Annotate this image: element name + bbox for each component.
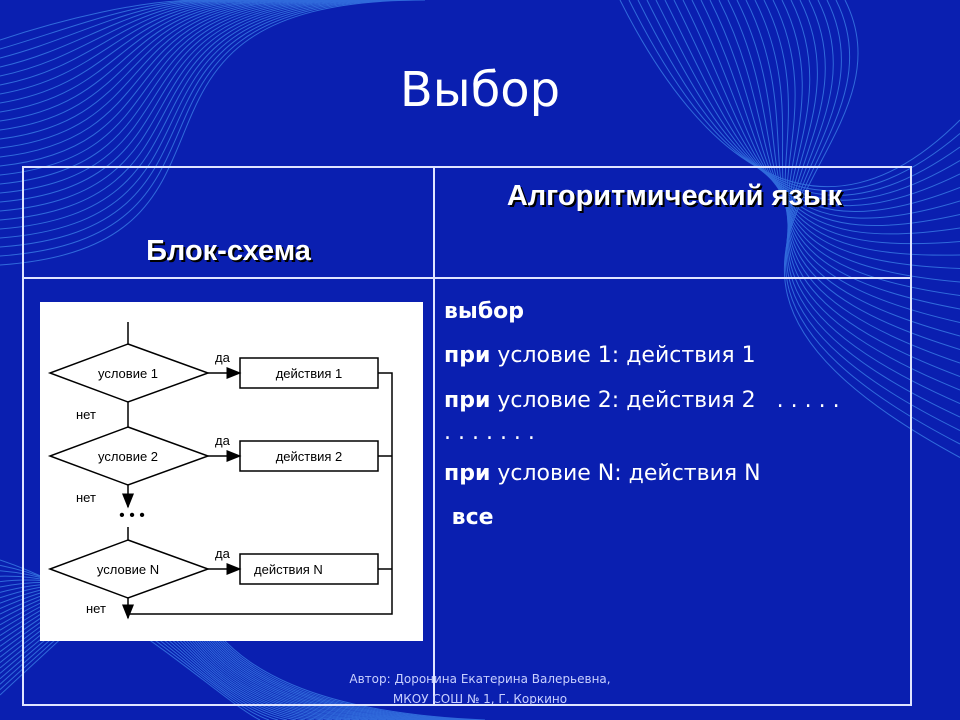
wave-line xyxy=(0,0,282,122)
code-line-2: при условие 1: действия 1 xyxy=(444,343,756,368)
yes-label-n: да xyxy=(215,546,231,561)
wave-line xyxy=(0,0,264,104)
yes-label-1: да xyxy=(215,350,231,365)
merge-line xyxy=(128,372,393,615)
wave-line xyxy=(763,0,960,337)
wave-line xyxy=(787,0,960,377)
footer-line-2: МКОУ СОШ № 1, Г. Коркино xyxy=(392,692,568,706)
yes-label-2: да xyxy=(215,433,231,448)
wave-line xyxy=(0,0,372,212)
wave-line xyxy=(727,0,960,283)
condition-label-2: условие 2 xyxy=(98,449,158,464)
wave-line xyxy=(787,0,960,404)
condition-label-n: условие N xyxy=(97,562,159,577)
table-divider-vertical xyxy=(433,168,435,704)
condition-diamond-2 xyxy=(47,426,211,486)
code-line-1: выбор xyxy=(444,299,525,324)
algorithm-code: выбор при условие 1: действия 1 при усло… xyxy=(444,290,840,540)
wave-line xyxy=(0,0,201,41)
wave-line xyxy=(785,0,960,431)
code-line-4: . . . . . . . xyxy=(444,420,535,445)
wave-line xyxy=(0,0,300,140)
action-label-n: действия N xyxy=(254,562,323,577)
wave-line xyxy=(0,0,354,194)
comparison-table: Блок-схема Алгоритмический язык xyxy=(22,166,912,706)
wave-line xyxy=(718,0,960,269)
wave-line xyxy=(0,0,237,77)
footer-line-1: Автор: Доронина Екатерина Валерьевна, xyxy=(349,672,611,686)
condition-diamond-n xyxy=(47,539,211,599)
action-label-2: действия 2 xyxy=(276,449,343,464)
code-line-6: все xyxy=(444,505,494,530)
action-label-1: действия 1 xyxy=(276,366,343,381)
ellipsis-marker: • • • xyxy=(119,507,145,524)
wave-line xyxy=(0,0,417,257)
condition-diamond-1 xyxy=(47,343,211,403)
wave-line xyxy=(0,0,255,95)
code-line-3: при условие 2: действия 2 . . . . . xyxy=(444,388,840,413)
wave-line xyxy=(783,0,960,458)
wave-line xyxy=(0,0,291,131)
no-label-2: нет xyxy=(76,490,96,505)
wave-line xyxy=(0,0,408,248)
wave-line xyxy=(0,0,219,59)
wave-line xyxy=(786,0,960,418)
flowchart-diagram: условие 1 условие 2 условие N действия 1… xyxy=(47,322,393,620)
wave-line xyxy=(0,0,381,221)
wave-line xyxy=(0,0,273,113)
wave-line xyxy=(0,0,426,266)
wave-line xyxy=(736,0,960,296)
code-line-5: при условие N: действия N xyxy=(444,461,761,486)
no-label-1: нет xyxy=(76,407,96,422)
wave-line xyxy=(745,0,960,310)
wave-line xyxy=(0,0,390,230)
wave-line xyxy=(0,0,327,167)
wave-line xyxy=(0,0,246,86)
table-divider-horizontal xyxy=(24,277,910,279)
header-flowchart: Блок-схема xyxy=(146,235,311,267)
wave-line xyxy=(784,0,960,445)
wave-line xyxy=(772,0,960,350)
wave-line xyxy=(0,0,210,50)
wave-line xyxy=(0,0,363,203)
no-label-n: нет xyxy=(86,601,106,616)
wave-line xyxy=(787,0,960,391)
wave-line xyxy=(0,0,228,68)
wave-line xyxy=(0,0,336,176)
author-footer: Автор: Доронина Екатерина Валерьевна, МК… xyxy=(330,669,630,709)
wave-line xyxy=(754,0,960,323)
wave-line xyxy=(781,0,960,364)
flowchart-figure: условие 1 условие 2 условие N действия 1… xyxy=(40,302,423,641)
wave-line xyxy=(0,0,318,158)
wave-line xyxy=(0,0,309,149)
header-algorithmic-language: Алгоритмический язык xyxy=(506,180,843,212)
condition-label-1: условие 1 xyxy=(98,366,158,381)
wave-line xyxy=(0,0,399,239)
slide-title: Выбор xyxy=(399,62,561,118)
